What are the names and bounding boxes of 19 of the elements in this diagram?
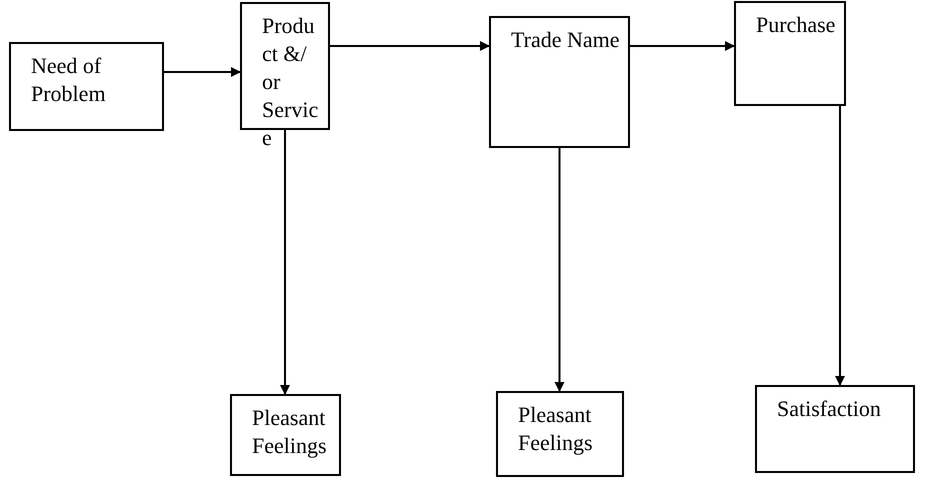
arrow — [554, 148, 564, 392]
process-box — [9, 42, 164, 131]
box-label: Trade Name — [511, 26, 621, 54]
process-box — [734, 1, 846, 106]
box-label: Need of Problem — [31, 52, 107, 108]
arrow — [835, 106, 845, 386]
process-box — [496, 391, 624, 477]
arrow — [280, 130, 290, 395]
box-label: Pleasant Feelings — [518, 401, 594, 457]
process-box — [230, 394, 341, 476]
arrow — [630, 41, 735, 51]
arrow — [164, 67, 241, 77]
arrow — [330, 41, 490, 51]
box-label: Pleasant Feelings — [252, 404, 328, 460]
box-label: Satisfaction — [777, 395, 882, 423]
box-label: Product &/ or Service — [262, 12, 320, 152]
box-label: Purchase — [756, 11, 836, 39]
process-box — [755, 385, 915, 473]
process-box — [489, 16, 630, 148]
